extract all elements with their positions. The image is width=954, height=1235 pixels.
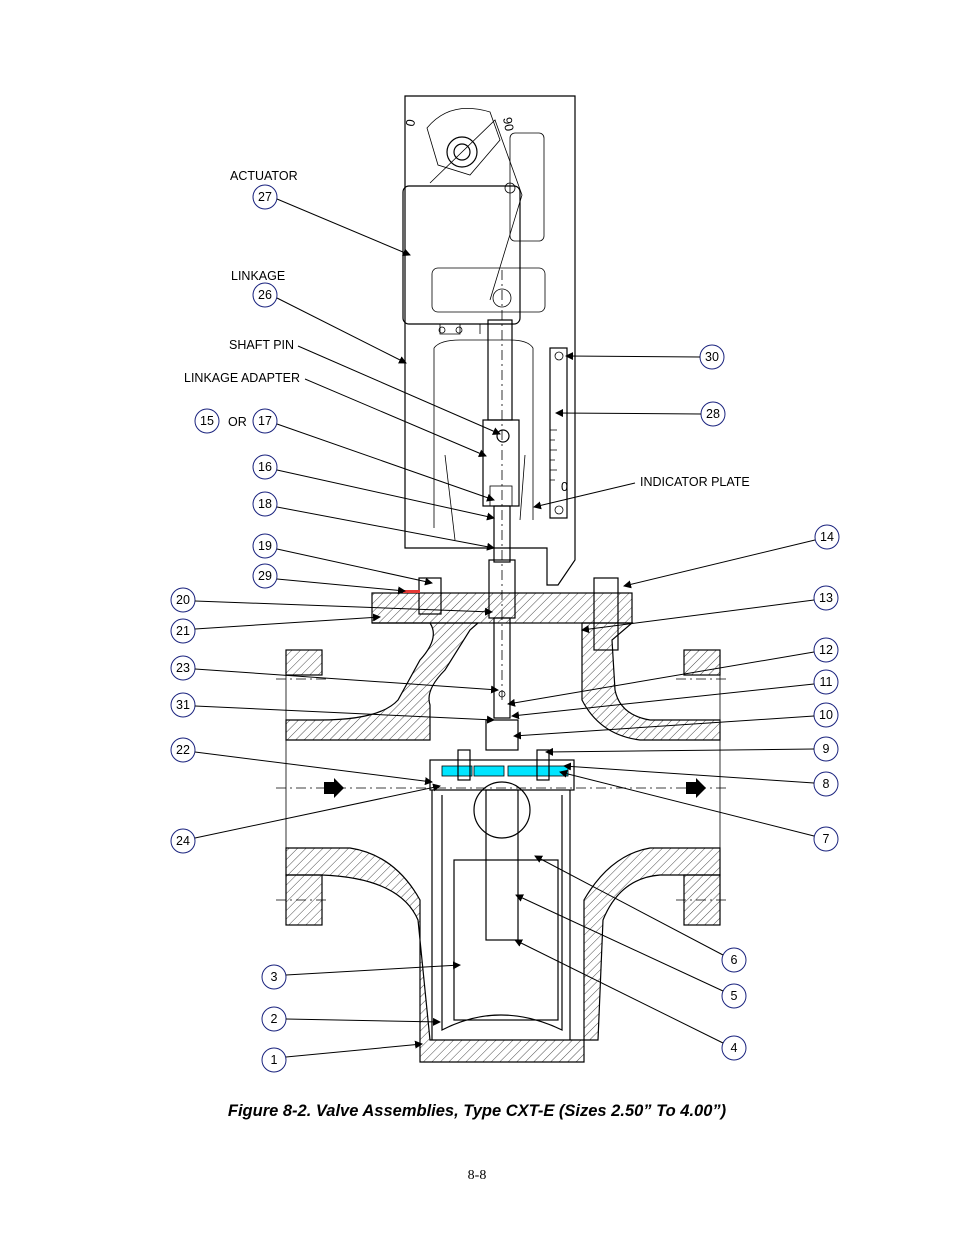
linkage-adapter-label: LINKAGE ADAPTER <box>184 371 300 385</box>
callout-26-num: 26 <box>258 288 272 302</box>
callout-6-num: 6 <box>731 953 738 967</box>
callout-16 <box>252 454 278 480</box>
callout-27 <box>252 184 278 210</box>
callout-14-num: 14 <box>820 530 834 544</box>
callout-26 <box>252 282 278 308</box>
callout-15 <box>194 408 220 434</box>
callout-31-num: 31 <box>176 698 190 712</box>
callout-16-num: 16 <box>258 460 272 474</box>
right-callouts: 30 28 INDICATOR PLATE 14 13 12 11 10 9 8… <box>507 344 840 1061</box>
scale-zero: 0 <box>561 480 568 494</box>
callout-15-num: 15 <box>200 414 214 428</box>
callout-28-num: 28 <box>706 407 720 421</box>
callout-13-num: 13 <box>819 591 833 605</box>
callout-10-num: 10 <box>819 708 833 722</box>
indicator-plate-label: INDICATOR PLATE <box>640 475 750 489</box>
callout-8 <box>813 771 839 797</box>
callout-11-num: 11 <box>820 675 833 689</box>
callout-5-num: 5 <box>731 989 738 1003</box>
callout-9-num: 9 <box>823 742 830 756</box>
callout-20-num: 20 <box>176 593 190 607</box>
dial-mark-zero: 0 <box>403 118 418 127</box>
callout-3 <box>261 964 287 990</box>
callout-24-num: 24 <box>176 834 190 848</box>
callout-12-num: 12 <box>819 643 833 657</box>
callout-24 <box>170 828 196 854</box>
callout-10 <box>813 702 839 728</box>
callout-2-num: 2 <box>271 1012 278 1026</box>
callout-8-num: 8 <box>823 777 830 791</box>
callout-7 <box>813 826 839 852</box>
callout-19 <box>252 533 278 559</box>
figure-caption: Figure 8-2. Valve Assemblies, Type CXT-E… <box>227 1102 727 1120</box>
callout-20 <box>170 587 196 613</box>
callout-21-num: 21 <box>176 624 190 638</box>
callout-7-num: 7 <box>823 832 830 846</box>
callout-6 <box>721 947 747 973</box>
callout-4-num: 4 <box>731 1041 738 1055</box>
callout-14 <box>814 524 840 550</box>
shaft-pin-label: SHAFT PIN <box>229 338 294 352</box>
left-callouts: ACTUATOR 27 LINKAGE 26 SHAFT PIN LINKAGE… <box>170 169 501 1073</box>
or-label: OR <box>228 415 247 429</box>
callout-31 <box>170 692 196 718</box>
callout-30-num: 30 <box>705 350 719 364</box>
callout-12 <box>813 637 839 663</box>
callout-13 <box>813 585 839 611</box>
callout-23 <box>170 655 196 681</box>
valve-body <box>276 505 730 1063</box>
callout-11 <box>813 669 839 695</box>
callout-5 <box>721 983 747 1009</box>
callout-22-num: 22 <box>176 743 190 757</box>
callout-17 <box>252 408 278 434</box>
callout-17-num: 17 <box>258 414 272 428</box>
actuator-label: ACTUATOR <box>230 169 298 183</box>
callout-23-num: 23 <box>176 661 190 675</box>
page-number: 8-8 <box>467 1168 487 1183</box>
callout-4 <box>721 1035 747 1061</box>
callout-22 <box>170 737 196 763</box>
callout-1-num: 1 <box>271 1053 278 1067</box>
callout-18-num: 18 <box>258 497 272 511</box>
callout-27-num: 27 <box>258 190 272 204</box>
callout-19-num: 19 <box>258 539 272 553</box>
dial-mark-ninety: 90 <box>500 116 516 132</box>
linkage-label: LINKAGE <box>231 269 285 283</box>
callout-29 <box>252 563 278 589</box>
callout-18 <box>252 491 278 517</box>
callout-1 <box>261 1047 287 1073</box>
callout-21 <box>170 618 196 644</box>
callout-3-num: 3 <box>271 970 278 984</box>
callout-29-num: 29 <box>258 569 272 583</box>
